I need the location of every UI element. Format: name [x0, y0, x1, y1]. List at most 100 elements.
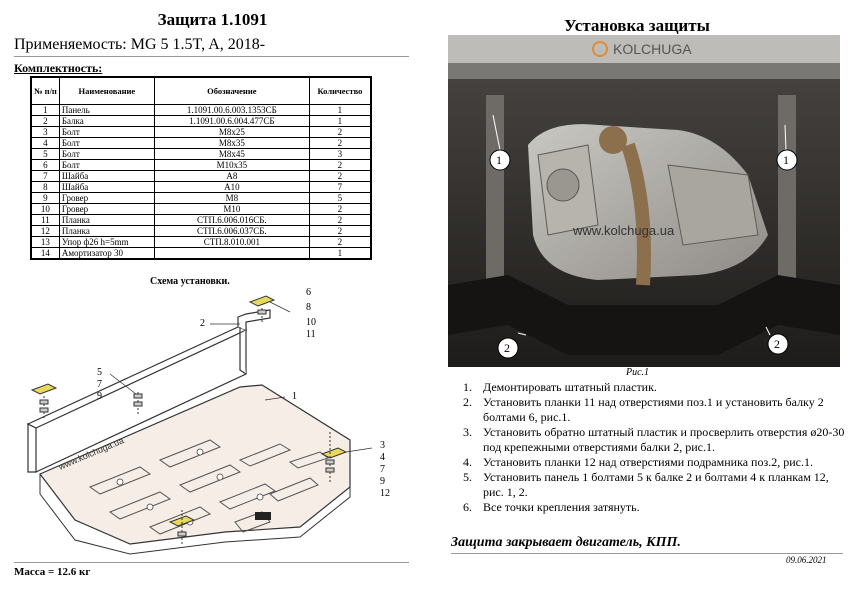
cell-designation: M8x35: [153, 137, 310, 149]
cell-designation: A8: [153, 170, 310, 182]
cell-number: 13: [30, 236, 60, 248]
cell-name: Гровер: [58, 192, 155, 204]
table-header-row: № п/п Наименование Обозначение Количеств…: [30, 76, 372, 105]
divider-line: [14, 56, 409, 57]
col-designation: Обозначение: [153, 76, 310, 105]
callout-group-1: 6 8 10 11: [306, 287, 316, 340]
schema-label: Схема установки.: [150, 276, 230, 287]
cell-quantity: 2: [308, 137, 372, 149]
cell-quantity: 1: [308, 247, 372, 260]
cell-designation: M8x45: [153, 148, 310, 160]
cell-quantity: 2: [308, 170, 372, 182]
kit-label: Комплектность:: [14, 61, 103, 75]
cell-name: Шайба: [58, 170, 155, 182]
svg-text:1: 1: [496, 153, 502, 167]
cell-quantity: 1: [308, 104, 372, 116]
mass-label: Масса = 12.6 кг: [14, 566, 91, 578]
marker-1-left: 1: [489, 114, 511, 171]
applicability: Применяемость: MG 5 1.5T, A, 2018-: [14, 36, 266, 53]
step-number: 4.: [463, 455, 472, 469]
cell-number: 11: [30, 214, 60, 226]
cell-number: 7: [30, 170, 60, 182]
assembly-drawing: www.kolchuga.ua: [26, 295, 373, 555]
photo-watermark: www.kolchuga.ua: [572, 223, 675, 238]
cell-number: 1: [30, 104, 60, 116]
cell-number: 14: [30, 247, 60, 260]
cell-quantity: 5: [308, 192, 372, 204]
cell-name: Балка: [58, 115, 155, 127]
col-number: № п/п: [30, 76, 60, 105]
cell-designation: M8: [153, 192, 310, 204]
callout-group-3: 5 7 9: [97, 367, 102, 402]
photo-brand: KOLCHUGA: [613, 41, 692, 57]
col-name: Наименование: [58, 76, 155, 105]
page-title: Защита 1.1091: [157, 10, 268, 29]
fastener-group-bottom: [168, 510, 196, 544]
step-number: 1.: [463, 380, 472, 394]
figure-caption: Рис.1: [626, 367, 650, 378]
callout-group-5: 3 4 7 9 12: [380, 440, 390, 499]
cell-number: 8: [30, 181, 60, 193]
step-text: Установить обратно штатный пластик и про…: [483, 425, 845, 454]
step-item: 3. Установить обратно штатный пластик и п…: [463, 425, 847, 455]
cell-designation: [153, 247, 310, 260]
cell-quantity: 2: [308, 214, 372, 226]
callout-panel-1: 1: [292, 391, 297, 402]
photo-illustration: KOLCHUGA www.kolchuga.ua 1 1 2 2: [448, 35, 840, 367]
marker-2-right: 2: [765, 326, 789, 355]
step-text: Все точки крепления затянуть.: [483, 500, 640, 514]
cell-name: Планка: [58, 214, 155, 226]
cell-name: Упор ф26 h=5mm: [58, 236, 155, 248]
cell-quantity: 2: [308, 126, 372, 138]
fastener-group-mid: [133, 392, 143, 414]
cell-designation: M8x25: [153, 126, 310, 138]
step-number: 3.: [463, 425, 472, 439]
step-text: Установить планки 11 над отверстиями поз…: [483, 395, 824, 424]
cell-name: Болт: [58, 159, 155, 171]
cell-name: Болт: [58, 126, 155, 138]
step-number: 6.: [463, 500, 472, 514]
cell-name: Болт: [58, 137, 155, 149]
installation-photo: KOLCHUGA www.kolchuga.ua 1 1 2 2: [448, 35, 840, 367]
callout-beam-2: 2: [200, 318, 205, 329]
cell-quantity: 2: [308, 236, 372, 248]
cell-designation: СТП.6.006.016СБ.: [153, 214, 310, 226]
cell-designation: M10x35: [153, 159, 310, 171]
cell-designation: M10: [153, 203, 310, 215]
svg-text:1: 1: [783, 153, 789, 167]
step-item: 2. Установить планки 11 над отверстиями п…: [463, 395, 847, 425]
cell-quantity: 2: [308, 203, 372, 215]
cell-number: 12: [30, 225, 60, 237]
cell-designation: СТП.6.006.037СБ.: [153, 225, 310, 237]
install-title: Установка защиты: [564, 16, 710, 35]
svg-text:2: 2: [504, 341, 510, 355]
cell-number: 10: [30, 203, 60, 215]
step-text: Установить панель 1 болтами 5 к балке 2 …: [483, 470, 829, 499]
cell-number: 2: [30, 115, 60, 127]
step-item: 5.Установить панель 1 болтами 5 к балке …: [463, 470, 847, 500]
cell-number: 3: [30, 126, 60, 138]
beam-2: [26, 309, 271, 473]
fastener-group-top: [248, 295, 276, 322]
coverage-note: Защита закрывает двигатель, КПП.: [451, 535, 681, 550]
leader-lines: [109, 301, 373, 453]
cell-designation: 1.1091.00.6.004.477СБ: [153, 115, 310, 127]
cell-designation: A10: [153, 181, 310, 193]
cell-quantity: 7: [308, 181, 372, 193]
installation-steps: 1.Демонтировать штатный пластик.2.Устано…: [463, 380, 847, 515]
divider-line-right: [451, 553, 843, 554]
step-number: 2.: [463, 395, 472, 409]
cell-name: Амортизатор 30: [58, 247, 155, 260]
